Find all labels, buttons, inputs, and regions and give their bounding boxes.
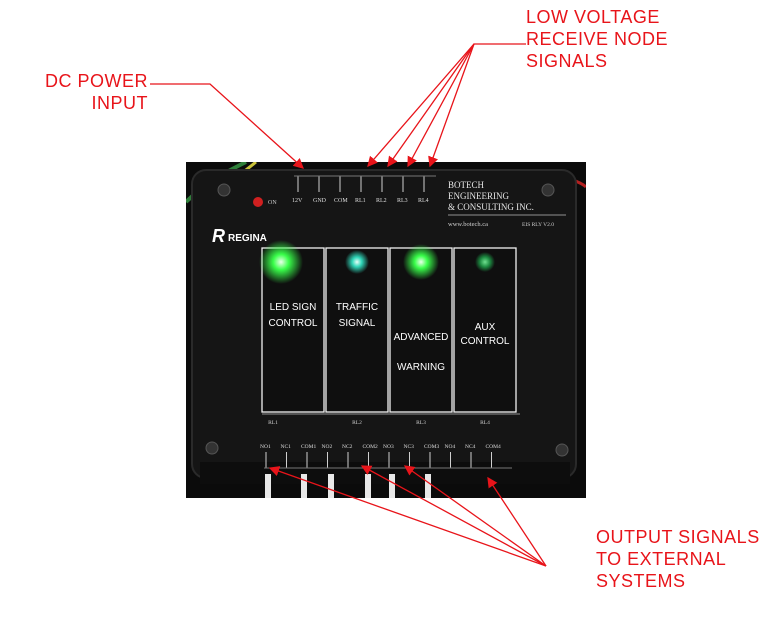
relay-label-line1: TRAFFIC: [336, 302, 378, 313]
dc-power-leader: [150, 83, 304, 169]
company-line1: BOTECH: [448, 180, 485, 190]
relay-tag-label: RL4: [480, 420, 490, 426]
low-voltage-label-line1: LOW VOLTAGE: [526, 7, 660, 27]
top-terminal-label: 12V: [292, 198, 303, 204]
output-label-line3: SYSTEMS: [596, 571, 686, 591]
screw-icon: [205, 441, 219, 455]
low-voltage-signals-callout: LOW VOLTAGE RECEIVE NODE SIGNALS: [526, 6, 668, 72]
relay-box: [325, 247, 389, 413]
model-label: EIS RLY V2.0: [522, 222, 554, 228]
relay-label-line2: SIGNAL: [339, 318, 376, 329]
output-label-line1: OUTPUT SIGNALS: [596, 527, 760, 547]
screw-icon: [217, 183, 231, 197]
power-led-label: ON: [268, 200, 277, 206]
company-line2: ENGINEERING: [448, 191, 509, 201]
top-terminal-label: GND: [313, 198, 327, 204]
bottom-terminal-label: NO2: [322, 444, 333, 450]
relay-label-line2: CONTROL: [461, 336, 510, 347]
low-voltage-label-line2: RECEIVE NODE: [526, 29, 669, 49]
rl4-leader: [428, 43, 475, 168]
rl2-leader: [387, 43, 475, 168]
wire-stub: [328, 474, 334, 498]
bottom-terminal-label: NC2: [342, 444, 353, 450]
relay-tag-label: RL3: [416, 420, 426, 426]
bottom-terminal-label: COM1: [301, 444, 317, 450]
top-terminal-block: 12V GND COM RL1 RL2 RL3 RL4: [292, 175, 436, 204]
relay-label-line2: WARNING: [397, 362, 445, 373]
brand-logo-icon: R: [212, 226, 225, 246]
low-voltage-label-line3: SIGNALS: [526, 51, 608, 71]
rl1-leader: [367, 43, 526, 167]
screw-icon: [541, 183, 555, 197]
power-led-icon: [253, 197, 263, 207]
wire-stub: [389, 474, 395, 498]
output-signals-callout: OUTPUT SIGNALS TO EXTERNAL SYSTEMS: [596, 526, 760, 592]
bottom-terminal-label: NC1: [281, 444, 292, 450]
top-terminal-label: RL1: [355, 198, 366, 204]
website-label: www.botech.ca: [448, 221, 488, 228]
dc-power-label-line1: DC POWER: [45, 71, 148, 91]
wire-stub: [425, 474, 431, 498]
bottom-terminal-label: NC3: [404, 444, 415, 450]
bottom-terminal-label: NO1: [260, 444, 271, 450]
wire-stub: [365, 474, 371, 498]
dc-power-input-callout: DC POWER INPUT: [34, 70, 148, 114]
wire-stub: [301, 474, 307, 498]
bottom-terminal-label: COM2: [363, 444, 379, 450]
relay-label-line1: AUX: [475, 322, 496, 333]
dc-power-label-line2: INPUT: [91, 93, 148, 113]
relay-panel: LED SIGN CONTROL RL1 TRAFFIC SIGNAL RL2 ADVANC…: [259, 240, 520, 426]
relay-box: [453, 247, 517, 413]
relay-status-led-icon: [259, 240, 303, 284]
screw-icon: [555, 443, 569, 457]
relay-status-led-icon: [403, 244, 439, 280]
top-terminal-label: COM: [334, 198, 348, 204]
enclosure-base: [200, 462, 570, 484]
top-terminal-label: RL2: [376, 198, 387, 204]
bottom-terminal-label: COM4: [486, 444, 502, 450]
rl3-leader: [407, 43, 475, 168]
relay-status-led-icon: [345, 250, 369, 274]
relay-status-led-icon: [475, 252, 495, 272]
top-terminal-label: RL4: [418, 198, 429, 204]
company-line3: & CONSULTING INC.: [448, 202, 534, 212]
output-label-line2: TO EXTERNAL: [596, 549, 727, 569]
relay-label-line1: ADVANCED: [394, 332, 449, 343]
relay-label-line1: LED SIGN: [270, 302, 317, 313]
relay-tag-label: RL2: [352, 420, 362, 426]
bottom-terminal-label: COM3: [424, 444, 440, 450]
bottom-terminal-label: NC4: [465, 444, 476, 450]
brand-label: REGINA: [228, 233, 267, 244]
top-terminal-label: RL3: [397, 198, 408, 204]
bottom-terminal-label: NO4: [445, 444, 456, 450]
relay-tag-label: RL1: [268, 420, 278, 426]
relay-label-line2: CONTROL: [269, 318, 318, 329]
wire-stub: [265, 474, 271, 498]
bottom-terminal-label: NO3: [383, 444, 394, 450]
